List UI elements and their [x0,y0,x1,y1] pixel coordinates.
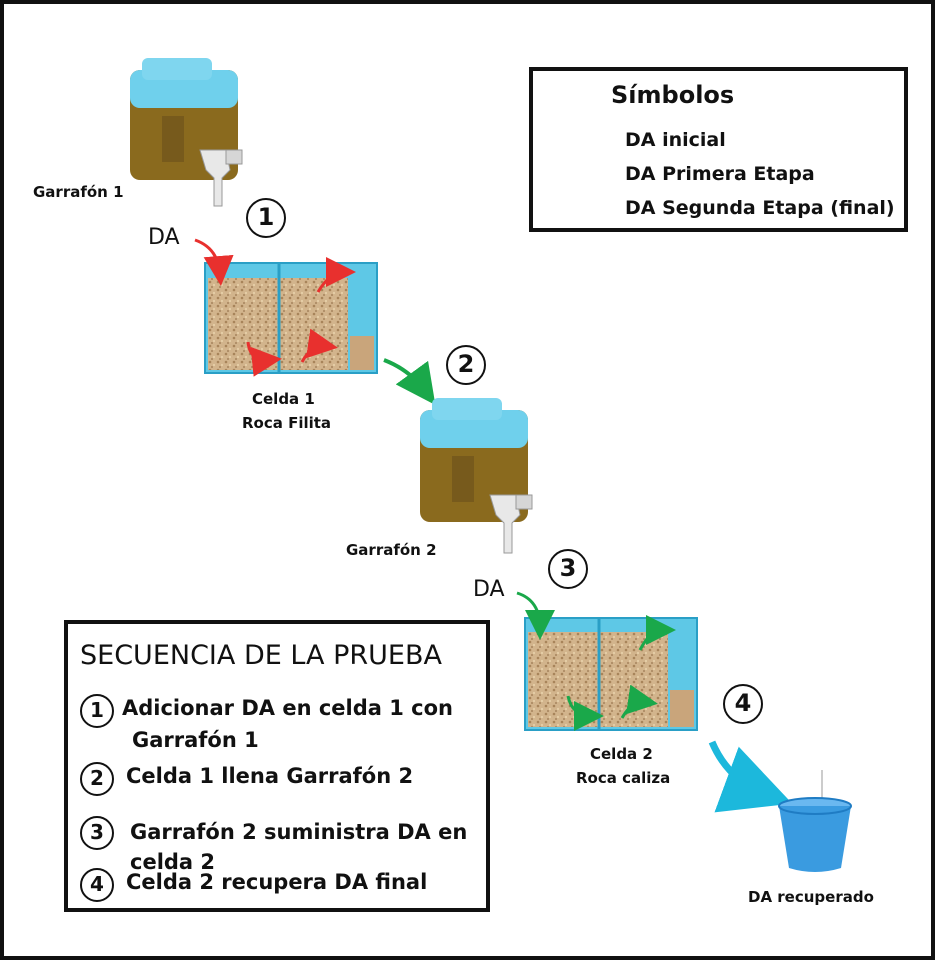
seq-marker-4: 4 [80,868,114,902]
seq-step-4-line1: Celda 2 recupera DA final [126,870,428,894]
da-label-1: DA [148,225,180,250]
legend-item-primera: DA Primera Etapa [625,163,815,185]
da-label-2: DA [473,577,505,602]
step-marker-1: 1 [246,198,286,238]
step-marker-2: 2 [446,345,486,385]
celda-2-icon [524,617,698,731]
sequence-title: SECUENCIA DE LA PRUEBA [80,640,442,671]
celda-1-icon [204,262,378,374]
seq-step-3-line1: Garrafón 2 suministra DA en [130,820,468,844]
celda-1-rock-label: Roca Filita [242,414,332,432]
seq-marker-1: 1 [80,694,114,728]
seq-marker-2: 2 [80,762,114,796]
recuperado-label: DA recuperado [748,888,874,906]
celda-2-label: Celda 2 [590,745,653,763]
garrafon-1-icon [130,58,243,207]
celda-2-rock-label: Roca caliza [576,769,671,787]
seq-marker-3: 3 [80,816,114,850]
seq-step-1-line2: Garrafón 1 [132,728,259,752]
legend-title: Símbolos [611,81,735,109]
garrafon-1-label: Garrafón 1 [33,183,124,201]
legend-box: Símbolos DA inicial DA Primera Etapa DA … [529,67,908,232]
garrafon-2-icon [420,398,533,554]
step-marker-3: 3 [548,549,588,589]
legend-item-segunda: DA Segunda Etapa (final) [625,197,895,219]
step-marker-4: 4 [723,684,763,724]
sequence-box: SECUENCIA DE LA PRUEBA 1 Adicionar DA en… [64,620,490,912]
seq-step-3-line2: celda 2 [130,850,216,874]
legend-item-inicial: DA inicial [625,129,726,151]
seq-step-2-line1: Celda 1 llena Garrafón 2 [126,764,414,788]
garrafon-2-label: Garrafón 2 [346,541,437,559]
celda-1-label: Celda 1 [252,390,315,408]
seq-step-1-line1: Adicionar DA en celda 1 con [122,696,453,720]
bucket-icon [778,770,852,872]
